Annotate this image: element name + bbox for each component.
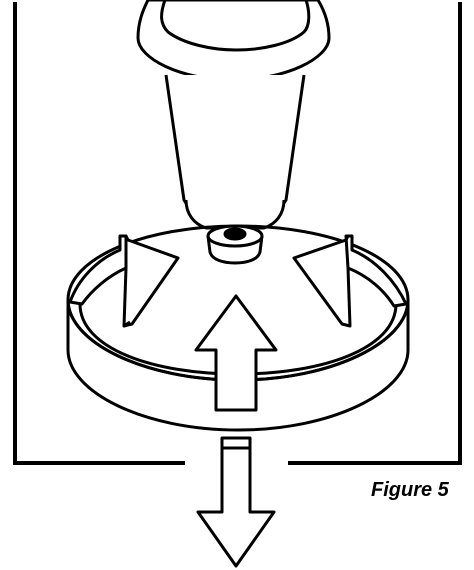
figure-caption: Figure 5 <box>371 479 450 501</box>
ring-top-rim <box>66 224 410 382</box>
tool-lip <box>184 199 286 230</box>
rotate-right-arrow <box>292 234 408 328</box>
rotate-left-arrow <box>68 234 180 328</box>
tool-nozzle <box>136 0 331 230</box>
up-arrow <box>194 294 278 412</box>
tool-cap <box>136 0 331 82</box>
tool-cap-inner <box>160 0 311 52</box>
down-arrow <box>196 436 276 568</box>
tool-body <box>164 74 306 222</box>
nut-piece <box>206 224 264 265</box>
figure-frame <box>13 2 462 465</box>
